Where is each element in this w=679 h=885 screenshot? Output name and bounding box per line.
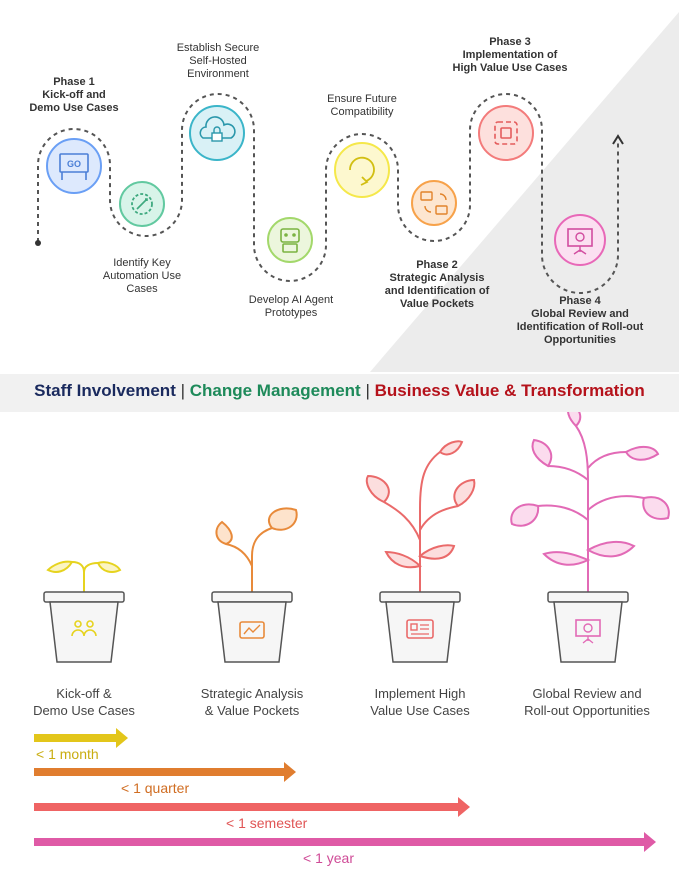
go-sign-text: GO (67, 159, 81, 169)
process-diagram: GO (35, 12, 679, 372)
values-banner: Staff Involvement | Change Management | … (0, 374, 679, 412)
path-start-dot (35, 240, 41, 246)
pot-4 (547, 591, 629, 663)
timeline-arrow-quarter (34, 762, 296, 782)
phase4-node (554, 214, 606, 266)
banner-business: Business Value & Transformation (374, 381, 645, 400)
process-path (37, 93, 619, 294)
phase3-node (478, 105, 534, 161)
plant-mature (510, 412, 670, 592)
pot-3 (379, 591, 461, 663)
banner-change: Change Management (189, 381, 361, 400)
timeline-arrow-year (34, 832, 656, 852)
path-end-arrow (612, 134, 624, 145)
timeline (34, 728, 656, 852)
banner-separator: | (180, 381, 186, 400)
phase2-node (411, 180, 457, 226)
timeline-label-semester: < 1 semester (226, 815, 308, 831)
banner-separator: | (365, 381, 370, 400)
step-prototypes-node (267, 217, 313, 263)
phase1-node: GO (46, 138, 102, 194)
timeline-arrow-semester (34, 797, 470, 817)
pot-1 (43, 591, 125, 663)
timeline-label-quarter: < 1 quarter (121, 780, 190, 796)
step-compatibility-node (334, 142, 390, 198)
timeline-label-month: < 1 month (36, 746, 99, 762)
pot-2 (211, 591, 293, 663)
plant-1-label: Kick-off &Demo Use Cases (33, 686, 135, 718)
step-environment-node (189, 105, 245, 161)
timeline-arrow-month (34, 728, 128, 748)
background-triangle (370, 12, 679, 372)
plant-young (365, 440, 476, 592)
plant-2-label: Strategic Analysis& Value Pockets (200, 686, 304, 718)
timeline-label-year: < 1 year (303, 850, 354, 866)
banner-staff: Staff Involvement (34, 381, 176, 400)
step-identify-node (119, 181, 165, 227)
plant-seedling (46, 560, 122, 592)
plant-sprout (215, 507, 298, 592)
plants-illustration (43, 412, 670, 663)
